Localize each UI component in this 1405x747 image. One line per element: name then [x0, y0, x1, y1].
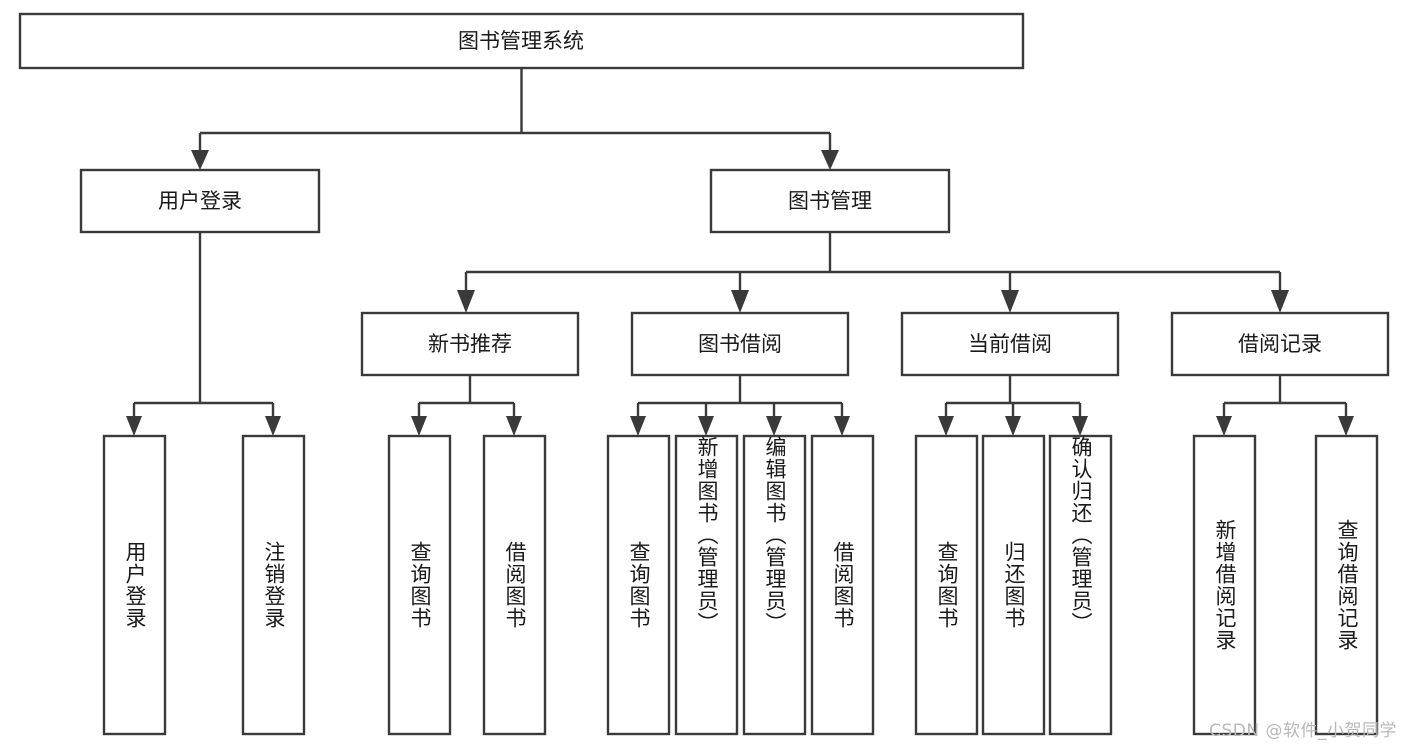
- arrow-icon-bookborrow-leaf-4: [834, 416, 850, 436]
- node-box-new-book-recommend[interactable]: [360, 311, 580, 377]
- leaf-box-borrow-record-1[interactable]: [1192, 434, 1257, 736]
- node-box-book-management[interactable]: [709, 168, 951, 234]
- node-box-root[interactable]: [18, 12, 1025, 70]
- node-label-current-borrow: 当前借阅: [968, 332, 1052, 356]
- leaf-box-borrow-record-2[interactable]: [1314, 434, 1379, 736]
- leaf-box-new-book-2[interactable]: [482, 434, 547, 736]
- arrow-icon-to-user-login: [191, 150, 209, 170]
- arrow-icon-currentborrow-leaf-2: [1005, 416, 1021, 436]
- node-box-book-borrow[interactable]: [630, 311, 850, 377]
- node-label-borrow-record: 借阅记录: [1238, 332, 1322, 356]
- node-label-book-management: 图书管理: [788, 189, 872, 213]
- leaf-box-current-borrow-2[interactable]: [981, 434, 1046, 736]
- connector-group-root: [191, 68, 839, 170]
- connector-group-current-borrow: [938, 375, 1088, 436]
- node-label-user-login: 用户登录: [158, 189, 242, 213]
- connector-group-borrow-record: [1216, 375, 1354, 436]
- connector-group-new-book: [411, 375, 522, 436]
- leaf-box-new-book-1[interactable]: [387, 434, 452, 736]
- node-box-borrow-record[interactable]: [1170, 311, 1390, 377]
- leaf-box-current-borrow-1[interactable]: [914, 434, 979, 736]
- node-label-root: 图书管理系统: [458, 29, 584, 53]
- arrow-icon-to-book-mgmt: [821, 150, 839, 170]
- arrow-icon-to-borrow-record: [1271, 290, 1289, 313]
- arrow-icon-userlogin-leaf-1: [126, 416, 142, 436]
- arrow-icon-borrowrecord-leaf-2: [1338, 416, 1354, 436]
- arrow-icon-newbook-leaf-2: [506, 416, 522, 436]
- watermark-text: CSDN @软件_小贺同学: [1209, 721, 1397, 741]
- connector-group-book-borrow: [630, 375, 850, 436]
- node-box-user-login[interactable]: [79, 168, 321, 234]
- arrow-icon-newbook-leaf-1: [411, 416, 427, 436]
- arrow-icon-bookborrow-leaf-2: [698, 416, 714, 436]
- arrow-icon-to-new-book: [457, 290, 475, 313]
- arrow-icon-bookborrow-leaf-1: [630, 416, 646, 436]
- leaf-box-book-borrow-2[interactable]: [674, 434, 739, 736]
- leaf-box-book-borrow-1[interactable]: [606, 434, 671, 736]
- arrow-icon-userlogin-leaf-2: [265, 416, 281, 436]
- arrow-icon-borrowrecord-leaf-1: [1216, 416, 1232, 436]
- connector-group-user-login: [126, 232, 281, 436]
- arrow-icon-bookborrow-leaf-3: [766, 416, 782, 436]
- leaf-box-book-borrow-3[interactable]: [742, 434, 807, 736]
- arrow-icon-currentborrow-leaf-3: [1072, 416, 1088, 436]
- leaf-box-current-borrow-3[interactable]: [1048, 434, 1113, 736]
- connector-group-book-mgmt: [457, 232, 1289, 313]
- node-box-current-borrow[interactable]: [900, 311, 1120, 377]
- leaf-box-user-login-2[interactable]: [241, 434, 306, 736]
- arrow-icon-to-book-borrow: [731, 290, 749, 313]
- leaf-box-book-borrow-4[interactable]: [810, 434, 875, 736]
- arrow-icon-currentborrow-leaf-1: [938, 416, 954, 436]
- node-label-new-book-recommend: 新书推荐: [428, 332, 512, 356]
- leaf-box-user-login-1[interactable]: [102, 434, 167, 736]
- node-label-book-borrow: 图书借阅: [698, 332, 782, 356]
- arrow-icon-to-current-borrow: [1001, 290, 1019, 313]
